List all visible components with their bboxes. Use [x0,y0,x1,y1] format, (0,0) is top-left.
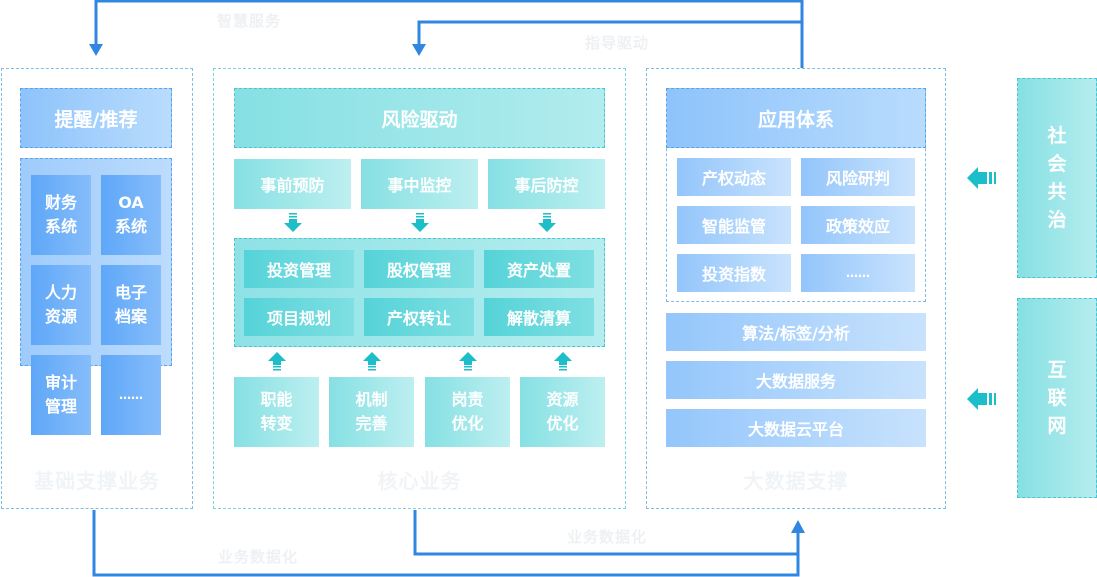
flow-label-smart-service: 智慧服务 [217,12,282,30]
core-item-investment-management[interactable]: 投资管理 [244,250,354,288]
app-policy-effect[interactable]: 政策效应 [801,206,915,244]
source-char: 共 [1047,181,1067,203]
stage-prevention[interactable]: 事前预防 [234,159,351,209]
core-item-equity-management[interactable]: 股权管理 [364,250,474,288]
source-char: 社 [1047,125,1067,147]
tile-more[interactable]: …… [101,355,161,435]
flow-label-data-inner: 业务数据化 [567,528,648,546]
header-application-system[interactable]: 应用体系 [666,88,926,148]
tile-line: 资源 [44,307,77,326]
tile-line: 系统 [44,217,77,236]
source-char: 会 [1047,153,1067,175]
app-more[interactable]: …… [801,254,915,292]
foundation-resource-optimization[interactable]: 资源优化 [520,377,605,447]
source-social-governance[interactable]: 社 会 共 治 [1017,78,1097,278]
source-internet[interactable]: 互 联 网 [1017,298,1097,498]
tile-line: 电子 [114,283,147,302]
arrow-up-icon [554,352,572,371]
panel-title-core-business: 核心业务 [377,469,462,493]
layer-big-data-service[interactable]: 大数据服务 [666,361,926,399]
tile-human-resources[interactable]: 人力资源 [31,265,91,345]
app-investment-index[interactable]: 投资指数 [677,254,791,292]
panel-big-data-support: 大数据支撑 [646,68,946,509]
panel-title-big-data-support: 大数据支撑 [743,469,849,493]
foundation-line: 资源 [546,390,579,409]
foundation-line: 职能 [260,390,293,409]
stage-post-control[interactable]: 事后防控 [488,159,605,209]
app-smart-supervision[interactable]: 智能监管 [677,206,791,244]
panel-basic-support: 基础支撑业务 [1,68,193,509]
arrow-left-icon [967,388,996,410]
arrow-up-icon [459,352,477,371]
tile-line: 审计 [44,373,77,392]
arrow-down-left [89,44,103,56]
foundation-line: 转变 [260,414,293,433]
source-char: 网 [1047,415,1067,437]
core-item-project-planning[interactable]: 项目规划 [244,298,354,336]
flow-label-data-outer: 业务数据化 [218,548,299,566]
app-property-dynamics[interactable]: 产权动态 [677,158,791,196]
foundation-mechanism-improvement[interactable]: 机制完善 [329,377,414,447]
tile-line: 财务 [44,193,77,212]
arrow-down-center [412,44,426,56]
flow-line-guidance-drive [417,20,802,50]
header-risk-driven[interactable]: 风险驱动 [234,88,605,148]
tile-line: 管理 [44,397,77,416]
tile-electronic-archive[interactable]: 电子档案 [101,265,161,345]
foundation-line: 岗责 [451,390,484,409]
foundation-line: 完善 [355,414,388,433]
flow-line-data-inner [413,510,798,556]
core-item-property-transfer[interactable]: 产权转让 [364,298,474,336]
layer-big-data-cloud-platform[interactable]: 大数据云平台 [666,409,926,447]
source-char: 治 [1047,209,1067,231]
tile-line: …… [119,388,143,402]
app-risk-analysis[interactable]: 风险研判 [801,158,915,196]
core-item-dissolution-liquidation[interactable]: 解散清算 [484,298,594,336]
source-char: 联 [1047,387,1067,409]
tile-line: 人力 [44,283,77,302]
flow-label-guidance-drive: 指导驱动 [585,34,650,52]
arrow-down-icon [284,213,302,232]
tile-line: 档案 [114,307,147,326]
foundation-line: 机制 [355,390,388,409]
arrow-up-right [791,520,805,533]
tile-line: 系统 [114,217,147,236]
foundation-line: 优化 [451,414,484,433]
source-char: 互 [1047,359,1067,381]
foundation-line: 优化 [546,414,579,433]
arrow-up-icon [268,352,286,371]
arrow-left-icon [967,167,996,189]
foundation-post-optimization[interactable]: 岗责优化 [425,377,510,447]
flow-line-smart-service [94,0,804,68]
tile-oa-system[interactable]: OA 系统 [101,175,161,255]
panel-core-business: 核心业务 [213,68,626,509]
arrow-down-icon [538,213,556,232]
flow-line-data-outer [92,510,800,577]
core-item-asset-disposal[interactable]: 资产处置 [484,250,594,288]
foundation-function-transformation[interactable]: 职能转变 [234,377,319,447]
panel-title-basic-support: 基础支撑业务 [34,469,160,493]
tile-audit-management[interactable]: 审计管理 [31,355,91,435]
header-reminder-recommend[interactable]: 提醒/推荐 [20,88,172,148]
arrow-down-icon [411,213,429,232]
tile-line: OA [118,193,144,212]
stage-monitoring[interactable]: 事中监控 [361,159,478,209]
layer-algorithm-tag-analysis[interactable]: 算法/标签/分析 [666,313,926,351]
tile-finance-system[interactable]: 财务系统 [31,175,91,255]
arrow-up-icon [363,352,381,371]
